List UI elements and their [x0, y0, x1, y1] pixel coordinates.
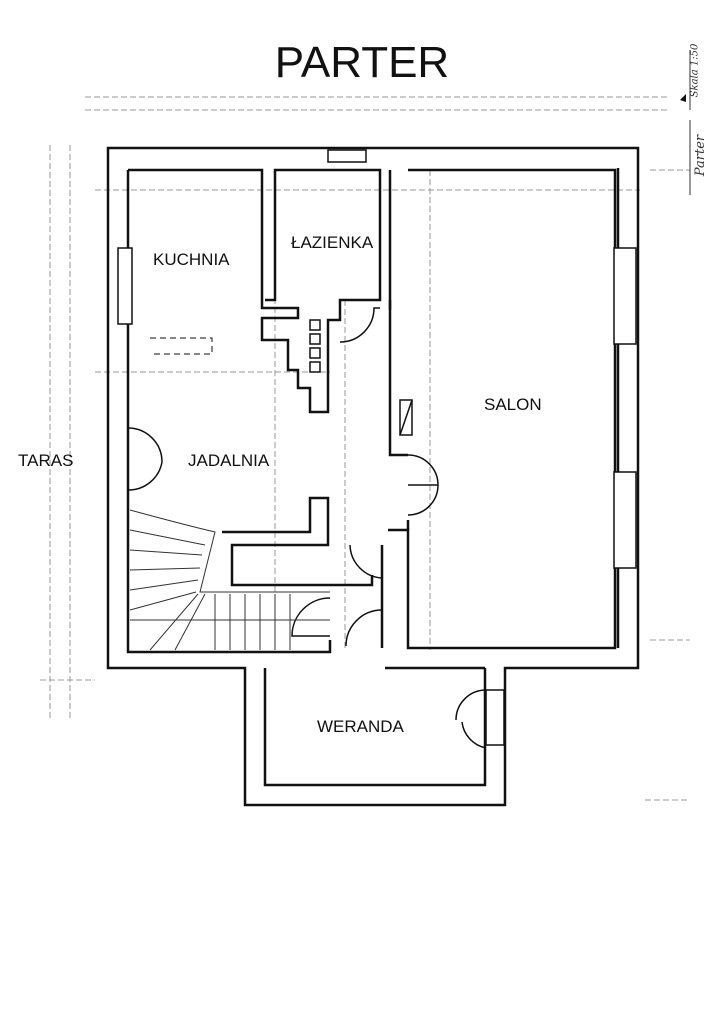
arrow-marker-icon [680, 94, 686, 102]
room-label-veranda: WERANDA [317, 717, 404, 736]
room-label-terrace: TARAS [18, 451, 74, 470]
room-label-kitchen: KUCHNIA [153, 250, 230, 269]
walls [106, 146, 640, 807]
page-title: PARTER [274, 38, 450, 87]
room-label-bathroom: ŁAZIENKA [291, 233, 374, 252]
windows [117, 149, 637, 746]
room-label-living-room: SALON [484, 395, 542, 414]
staircase [129, 509, 330, 651]
scale-note: Skala 1:50 [689, 43, 701, 98]
counter-dashed [150, 337, 213, 355]
doors [127, 307, 487, 749]
ventilation-ducts [309, 319, 321, 373]
floor-note: Parter [693, 134, 709, 177]
dimension-lines [40, 96, 690, 801]
room-label-dining-room: JADALNIA [188, 451, 270, 470]
